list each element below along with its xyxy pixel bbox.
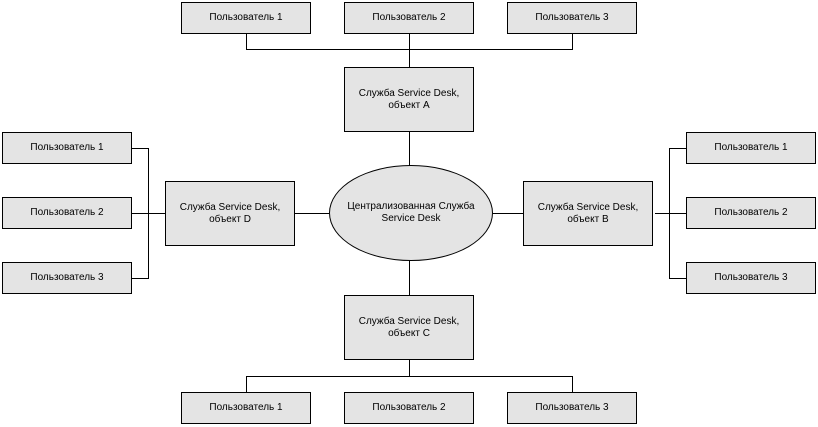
service-desk-label: Служба Service Desk, объект А: [358, 87, 460, 111]
connector-right-users: [655, 148, 686, 279]
central-service-desk-label: Централизованная Служба Service Desk: [347, 201, 475, 224]
user-label: Пользователь 3: [30, 272, 104, 283]
user-label: Пользователь 3: [535, 12, 609, 23]
user-box-left-2: Пользователь 2: [2, 197, 132, 229]
connector-top-users: [246, 34, 573, 67]
central-service-desk: Централизованная Служба Service Desk: [329, 165, 493, 261]
service-desk-d: Служба Service Desk, объект D: [165, 181, 295, 246]
user-box-bottom-3: Пользователь 3: [507, 392, 637, 424]
service-desk-b: Служба Service Desk, объект В: [523, 181, 653, 246]
user-box-top-1: Пользователь 1: [181, 2, 311, 34]
user-label: Пользователь 2: [30, 207, 104, 218]
user-box-right-2: Пользователь 2: [686, 197, 816, 229]
user-label: Пользователь 2: [372, 402, 446, 413]
service-desk-a: Служба Service Desk, объект А: [344, 67, 474, 132]
user-box-left-3: Пользователь 3: [2, 262, 132, 294]
service-desk-label: Служба Service Desk, объект В: [537, 201, 639, 225]
service-desk-c: Служба Service Desk, объект С: [344, 295, 474, 360]
connector-left-users: [132, 148, 166, 279]
user-label: Пользователь 2: [372, 12, 446, 23]
user-label: Пользователь 3: [535, 402, 609, 413]
user-label: Пользователь 2: [714, 207, 788, 218]
user-box-top-3: Пользователь 3: [507, 2, 637, 34]
user-box-right-1: Пользователь 1: [686, 132, 816, 164]
user-label: Пользователь 3: [714, 272, 788, 283]
user-box-left-1: Пользователь 1: [2, 132, 132, 164]
connector-bottom-users: [246, 360, 573, 392]
user-box-right-3: Пользователь 3: [686, 262, 816, 294]
user-label: Пользователь 1: [30, 142, 104, 153]
user-box-bottom-1: Пользователь 1: [181, 392, 311, 424]
service-desk-label: Служба Service Desk, объект С: [358, 315, 460, 339]
user-label: Пользователь 1: [714, 142, 788, 153]
user-label: Пользователь 1: [209, 12, 283, 23]
service-desk-label: Служба Service Desk, объект D: [179, 201, 281, 225]
user-label: Пользователь 1: [209, 402, 283, 413]
user-box-bottom-2: Пользователь 2: [344, 392, 474, 424]
user-box-top-2: Пользователь 2: [344, 2, 474, 34]
